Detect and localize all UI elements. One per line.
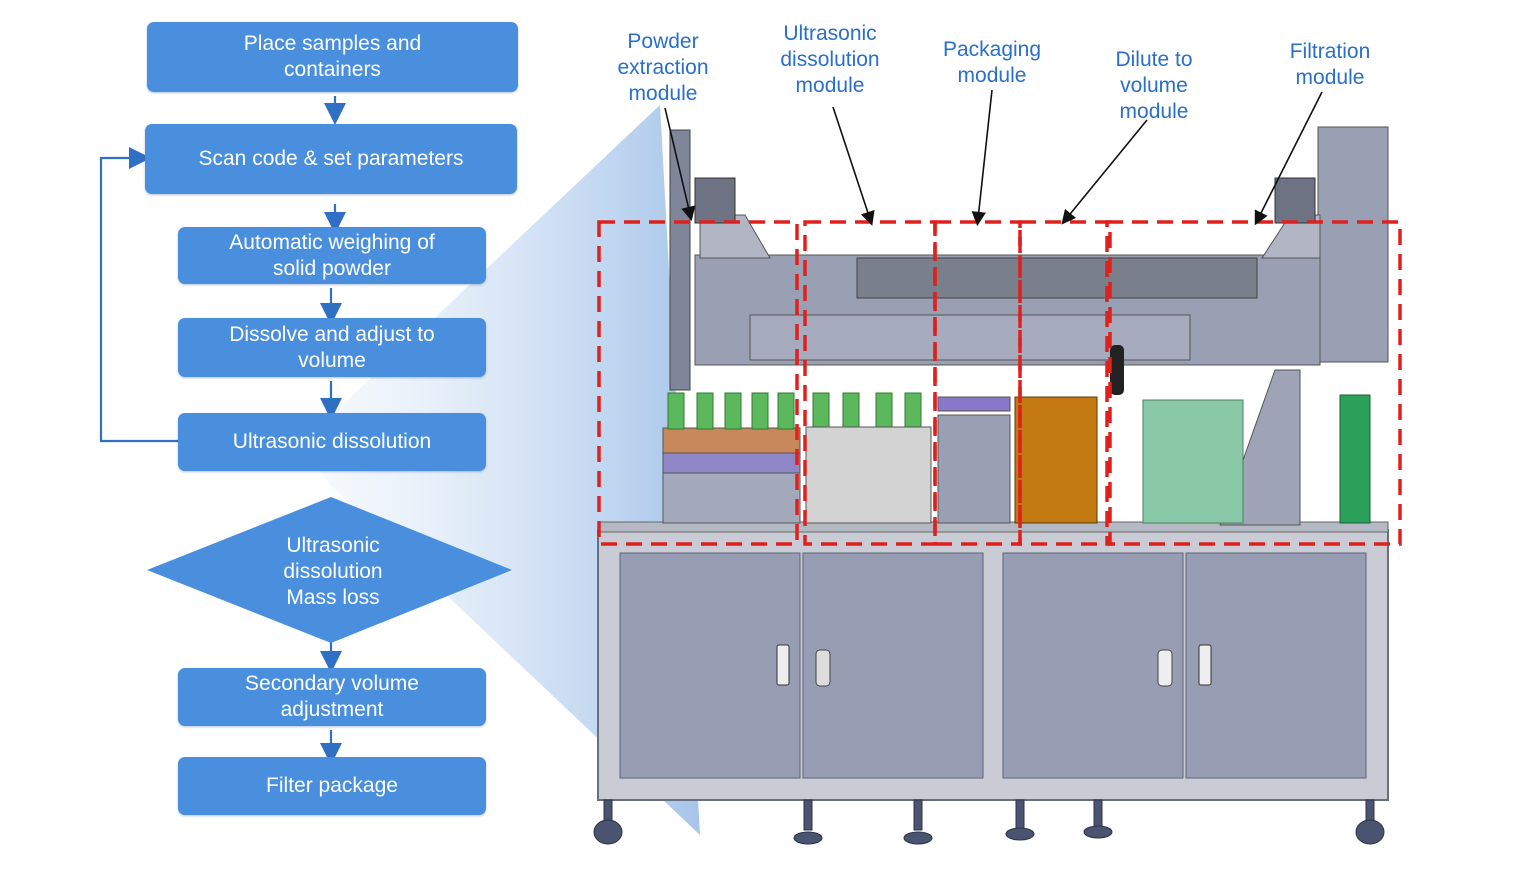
door-handle [1198,644,1212,686]
label-filtration-module: Filtration module [1289,40,1371,89]
motor [1274,177,1316,224]
cabinet-door [802,552,984,779]
label-ultrasonic-dissolution-module: Ultrasonic dissolution module [780,22,880,97]
packaging-unit [937,414,1011,524]
gantry-column [1317,126,1389,363]
cabinet-door [1185,552,1367,779]
door-handle [776,644,790,686]
label-packaging-module: Packaging module [942,38,1042,87]
step-filter-package: Filter package [178,757,486,815]
step-dissolve-adjust: Dissolve and adjust to volume [178,318,486,377]
decision-diamond [147,497,512,643]
step-secondary-volume: Secondary volume adjustment [178,668,486,726]
ultrasonic-bath [805,426,932,524]
dilution-tube [1110,345,1124,395]
sample-rack [662,427,801,454]
door-handle [1157,649,1173,687]
label-dilute-to-volume-module: Dilute to volume module [1115,48,1193,123]
volume-tank [1014,396,1098,524]
sample-tubes [667,392,922,430]
cabinet-door [1002,552,1184,779]
leveling-feet [593,799,1385,845]
motor [694,177,736,224]
label-powder-extraction-module: Powder extraction module [617,30,709,105]
step-place-samples: Place samples and containers [147,22,518,92]
step-ultrasonic-dissolution: Ultrasonic dissolution [178,413,486,471]
step-scan-code: Scan code & set parameters [145,124,517,194]
step-automatic-weighing: Automatic weighing of solid powder [178,227,486,284]
module-pointer-lines [664,89,1323,227]
sample-rack [662,472,801,524]
cabinet-door [619,552,801,779]
filtration-box [1142,399,1244,524]
linear-rail [856,257,1258,299]
door-handle [815,649,831,687]
packaging-tray [937,396,1011,412]
filter-column [1339,394,1371,524]
sample-rack [662,452,801,474]
decision-label: Ultrasonic dissolution Mass loss [283,534,383,609]
